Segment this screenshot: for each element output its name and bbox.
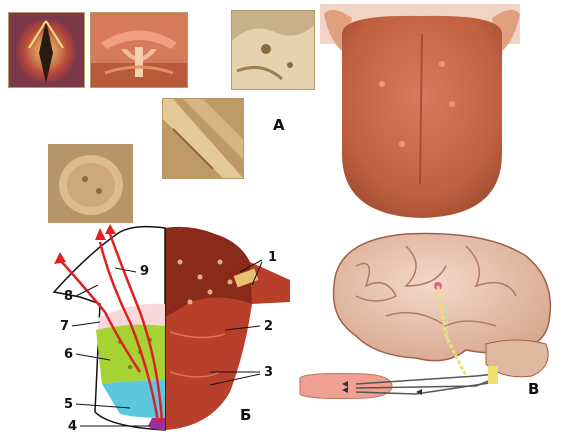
callout-9: 9 bbox=[140, 265, 149, 278]
papilla-photo-2 bbox=[90, 12, 188, 88]
callout-1: 1 bbox=[268, 251, 277, 264]
callout-3: 3 bbox=[264, 366, 273, 379]
panel-b-label: Б bbox=[240, 408, 251, 423]
panel-c-label: В bbox=[528, 382, 539, 397]
callout-5: 5 bbox=[64, 398, 73, 411]
taste-zone-diagram bbox=[40, 222, 290, 432]
callout-2: 2 bbox=[264, 320, 273, 333]
papilla-photo-5 bbox=[48, 144, 133, 223]
callout-8: 8 bbox=[64, 290, 73, 303]
tongue-photo bbox=[262, 4, 562, 220]
callout-4: 4 bbox=[68, 420, 77, 433]
callout-7: 7 bbox=[60, 320, 69, 333]
callout-6: 6 bbox=[64, 348, 73, 361]
papilla-photo-4 bbox=[162, 98, 244, 179]
brain-pathway-illustration bbox=[296, 226, 562, 416]
papilla-photo-1 bbox=[8, 12, 85, 88]
